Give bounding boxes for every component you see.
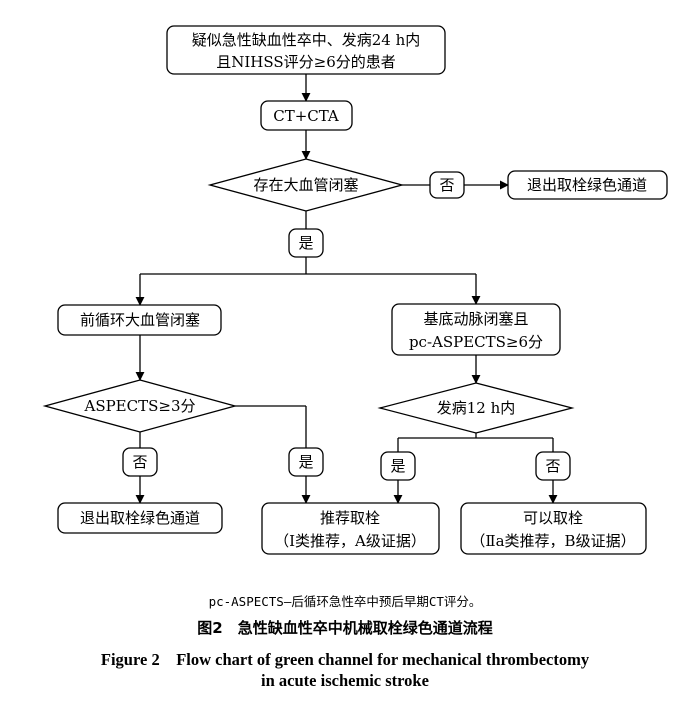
svg-text:是: 是	[390, 457, 405, 475]
node-start-line1: 疑似急性缺血性卒中、发病24 h内	[192, 31, 421, 49]
decision-lvo: 存在大血管闭塞	[207, 158, 405, 212]
node-may: 可以取栓 （Ⅱa类推荐，B级证据）	[460, 502, 647, 555]
node-exit-left: 退出取栓绿色通道	[57, 502, 223, 534]
decision-aspects: ASPECTS≥3分	[42, 379, 238, 433]
decision-aspects-label: ASPECTS≥3分	[83, 397, 195, 415]
caption-note: pc-ASPECTS—后循环急性卒中预后早期CT评分。	[208, 594, 482, 609]
node-anterior-label: 前循环大血管闭塞	[80, 311, 200, 329]
label-no-top: 否	[429, 171, 465, 199]
node-may-line2: （Ⅱa类推荐，B级证据）	[470, 532, 635, 550]
svg-text:否: 否	[132, 453, 147, 471]
label-yes-aspects: 是	[288, 447, 324, 477]
node-exit-top: 退出取栓绿色通道	[507, 170, 668, 200]
node-basilar: 基底动脉闭塞且 pc-ASPECTS≥6分	[391, 303, 561, 356]
svg-text:是: 是	[298, 234, 313, 252]
label-yes-lvo: 是	[288, 228, 324, 258]
caption-english-title-line2: in acute ischemic stroke	[261, 671, 429, 690]
svg-text:否: 否	[439, 176, 454, 194]
label-yes-onset: 是	[380, 451, 416, 481]
decision-lvo-label: 存在大血管闭塞	[253, 176, 358, 194]
decision-onset-label: 发病12 h内	[437, 399, 516, 417]
node-exit-left-label: 退出取栓绿色通道	[80, 509, 200, 527]
caption-english-title-line1: Figure 2 Flow chart of green channel for…	[100, 650, 590, 669]
node-basilar-line1: 基底动脉闭塞且	[423, 310, 528, 328]
node-recommend: 推荐取栓 （Ⅰ类推荐，A级证据）	[261, 502, 440, 555]
caption-chinese-title: 图2 急性缺血性卒中机械取栓绿色通道流程	[197, 619, 493, 637]
node-ct-label: CT+CTA	[273, 107, 339, 125]
node-ct: CT+CTA	[260, 100, 353, 131]
connectors	[135, 74, 558, 504]
svg-text:否: 否	[545, 457, 560, 475]
node-recommend-line2: （Ⅰ类推荐，A级证据）	[274, 532, 426, 550]
node-anterior: 前循环大血管闭塞	[57, 304, 222, 336]
node-may-line1: 可以取栓	[523, 509, 583, 527]
node-exit-top-label: 退出取栓绿色通道	[527, 176, 647, 194]
decision-onset: 发病12 h内	[377, 382, 575, 434]
label-no-aspects: 否	[122, 447, 158, 477]
label-no-onset: 否	[535, 451, 571, 481]
node-recommend-line1: 推荐取栓	[320, 509, 380, 527]
flowchart: 疑似急性缺血性卒中、发病24 h内 且NIHSS评分≥6分的患者 CT+CTA …	[42, 25, 668, 555]
svg-text:是: 是	[298, 453, 313, 471]
node-start-line2: 且NIHSS评分≥6分的患者	[216, 53, 396, 71]
node-basilar-line2: pc-ASPECTS≥6分	[409, 333, 543, 351]
node-start: 疑似急性缺血性卒中、发病24 h内 且NIHSS评分≥6分的患者	[166, 25, 446, 75]
